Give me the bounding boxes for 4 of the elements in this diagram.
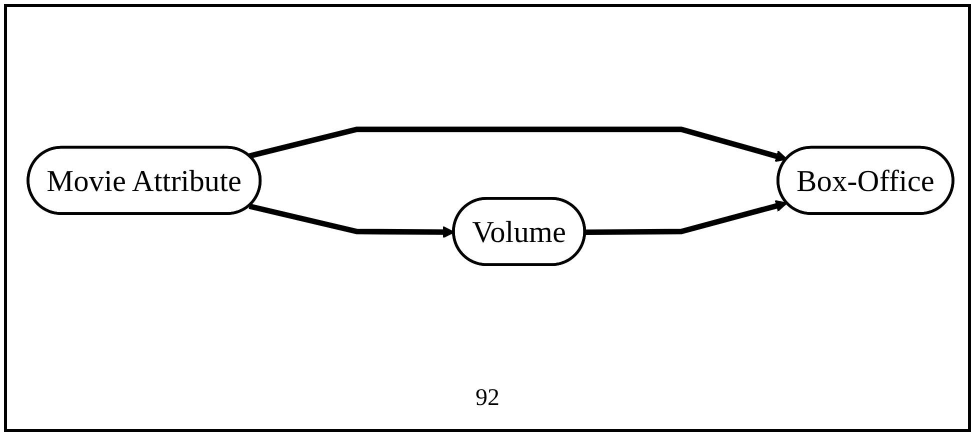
page-frame: Movie Attribute Box-Office Volume 92 <box>4 4 971 432</box>
arrow <box>248 126 788 162</box>
arrow <box>585 200 788 235</box>
page-number: 92 <box>476 385 500 412</box>
